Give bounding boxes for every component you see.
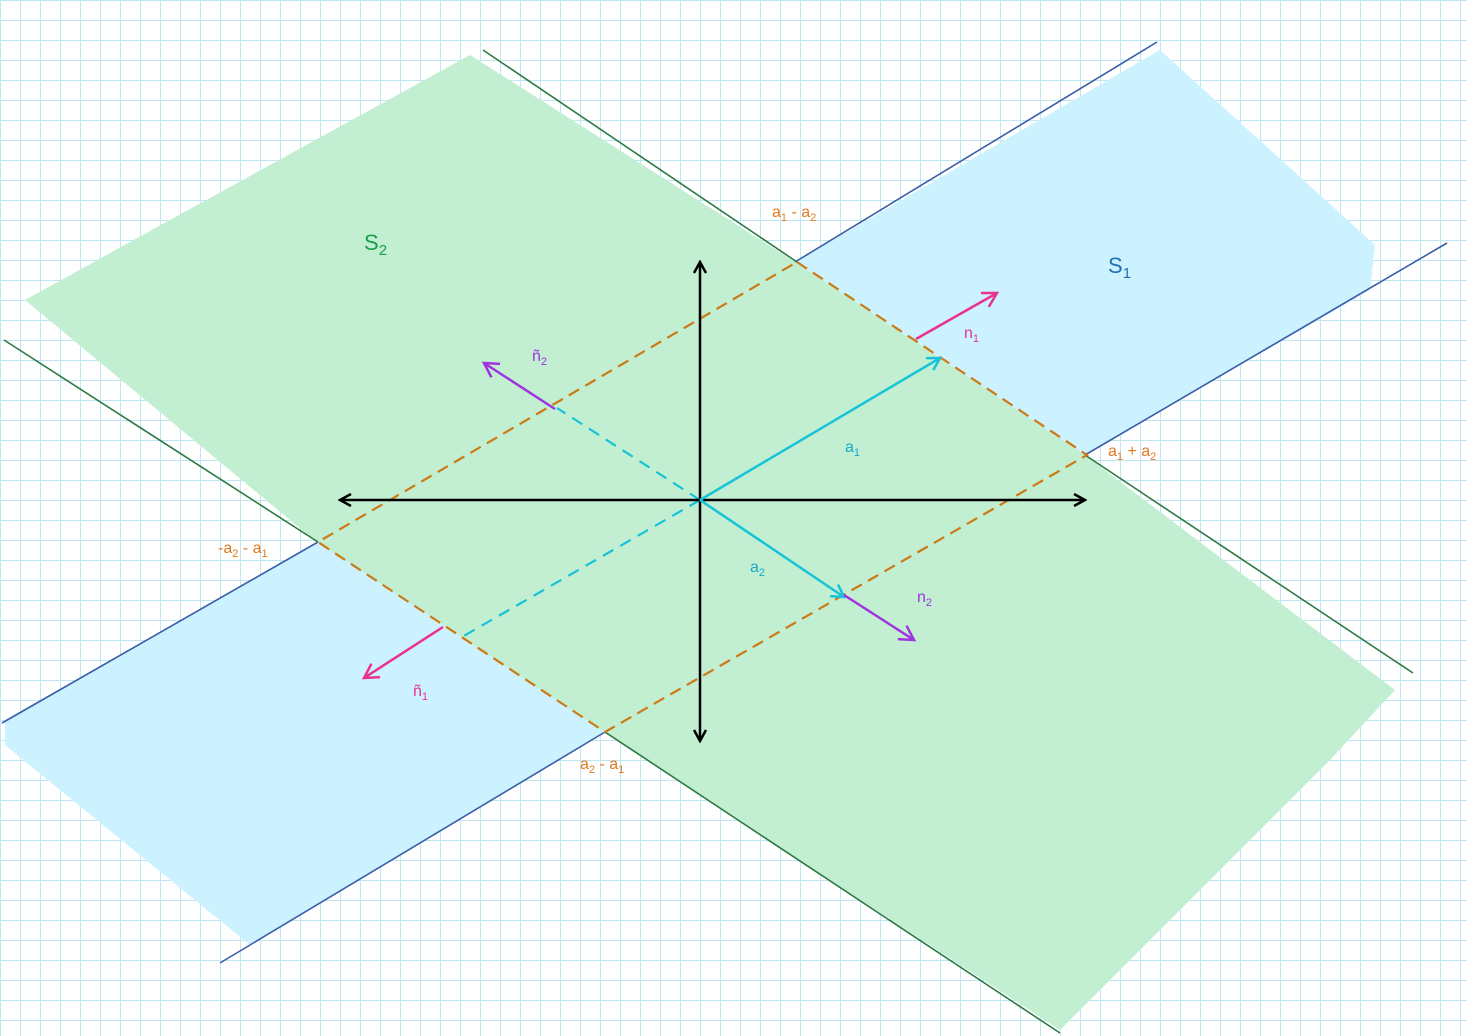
corner-label-neg-a2-minus-a1: -a2 - a1 bbox=[218, 540, 268, 560]
region-s1-upper bbox=[795, 50, 1375, 455]
s1-boundary-right bbox=[1084, 242, 1448, 456]
a2-reflection-dashed bbox=[556, 407, 701, 501]
n1-label: n1 bbox=[964, 325, 979, 345]
a1-reflection-dashed bbox=[461, 499, 701, 638]
corner-label-a1-plus-a2: a1 + a2 bbox=[1108, 443, 1156, 463]
n2-label: n2 bbox=[917, 589, 932, 609]
region-s1-label: S1 bbox=[1108, 253, 1131, 282]
s1-boundary-upper bbox=[794, 41, 1158, 263]
s2-boundary-left bbox=[3, 339, 319, 543]
region-s1-lower bbox=[5, 542, 605, 945]
region-s2 bbox=[25, 55, 1395, 1030]
nt2-label: ñ2 bbox=[532, 348, 547, 368]
lattice-cell bbox=[315, 260, 1090, 734]
corner-label-a2-minus-a1: a2 - a1 bbox=[580, 756, 624, 776]
s2-boundary-upper bbox=[482, 49, 798, 263]
region-s2-label: S2 bbox=[364, 230, 387, 259]
s2-boundary-right bbox=[1084, 454, 1414, 674]
a1-vector bbox=[699, 358, 940, 502]
nt2-vector bbox=[484, 363, 556, 411]
n2-vector bbox=[843, 593, 914, 640]
s2-boundary-lower bbox=[604, 731, 1061, 1034]
n1-vector bbox=[915, 293, 997, 341]
nt1-label: ñ1 bbox=[413, 683, 428, 703]
s1-boundary-lower bbox=[219, 731, 606, 964]
corner-label-a1-minus-a2: a1 - a2 bbox=[772, 204, 816, 224]
a2-vector bbox=[699, 498, 844, 597]
nt1-vector bbox=[364, 625, 444, 678]
a1-label: a1 bbox=[845, 439, 860, 459]
a2-label: a2 bbox=[750, 559, 765, 579]
s1-boundary-left bbox=[1, 541, 319, 724]
